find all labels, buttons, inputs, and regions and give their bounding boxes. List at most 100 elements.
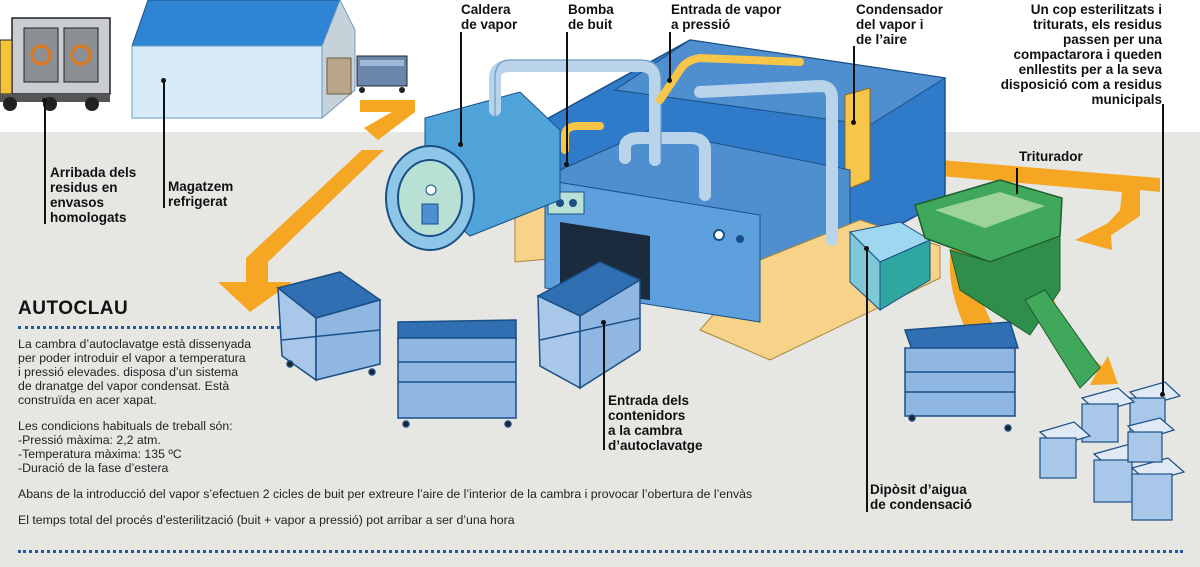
label-line: del vapor i [856, 17, 924, 32]
label-line: Magatzem [168, 179, 234, 194]
leader-triturador [1016, 168, 1018, 194]
label-line: enllestits per a la seva [1018, 62, 1162, 77]
label-arribada: Arribada dels residus en envasos homolog… [50, 165, 136, 225]
label-line: Dipòsit d’aigua [870, 482, 967, 497]
text-line: per poder introduir el vapor a temperatu… [18, 351, 246, 365]
pressure-gauge-icon [713, 229, 725, 241]
label-line: disposició com a residus [1000, 77, 1162, 92]
leader-dot [1160, 392, 1165, 397]
label-triturador: Triturador [1019, 149, 1083, 164]
label-line: de buit [568, 17, 613, 32]
container-2 [397, 319, 517, 428]
text-line: El temps total del procés d’esterilitzac… [18, 513, 515, 527]
label-line: envasos [50, 195, 105, 210]
leader-dot [667, 78, 672, 83]
biohazard-icon [30, 44, 52, 66]
autoclau-title: AUTOCLAU [18, 298, 129, 319]
label-caldera: Caldera de vapor [461, 2, 517, 32]
leader-compactadora [1162, 104, 1164, 394]
label-line: contenidors [608, 408, 686, 423]
label-line: Condensador [856, 2, 944, 17]
label-line: triturats, els residus [1032, 17, 1162, 32]
container-4 [903, 321, 1020, 432]
leader-dot [864, 246, 869, 251]
leader-magatzem [163, 80, 165, 208]
text-line: de dranatge del vapor condensat. Està [18, 379, 230, 393]
leader-dot [42, 98, 47, 103]
text-line: La cambra d’autoclavatge està dissenyada [18, 337, 252, 351]
label-line: Bomba [568, 2, 614, 17]
label-entrada-vapor: Entrada de vapor a pressió [671, 2, 781, 32]
autoclau-total-time: El temps total del procés d’esterilitzac… [18, 513, 848, 527]
waste-containers [276, 261, 1020, 432]
leader-condensador [853, 46, 855, 122]
leader-dot [851, 120, 856, 125]
truck-illustration [0, 17, 111, 111]
leader-caldera [460, 32, 462, 144]
label-entrada-contenidors: Entrada dels contenidors a la cambra d’a… [608, 393, 703, 453]
cube [1130, 457, 1186, 521]
text-line: -Duració de la fase d’estera [18, 461, 169, 475]
cold-store-building [131, 0, 408, 120]
bottom-divider [18, 550, 1183, 553]
leader-bomba [566, 32, 568, 164]
text-line: Les condicions habituals de treball són: [18, 419, 233, 433]
leader-diposit [866, 248, 868, 512]
leader-arribada [44, 100, 46, 224]
label-line: Caldera [461, 2, 511, 17]
label-line: municipals [1091, 92, 1162, 107]
label-compactadora: Un cop esterilitzats i triturats, els re… [1001, 2, 1162, 107]
arrow-return-loop [1075, 222, 1112, 250]
label-line: compactarora i queden [1013, 47, 1162, 62]
leader-dot [161, 78, 166, 83]
text-line: -Pressió màxima: 2,2 atm. [18, 433, 161, 447]
arrow-conveyor-to-triturador [940, 160, 1160, 236]
label-line: Triturador [1019, 149, 1083, 164]
container-3 [536, 261, 642, 390]
yellow-pipe [561, 53, 804, 154]
title-divider [18, 326, 280, 329]
label-line: a pressió [671, 17, 731, 32]
label-magatzem: Magatzem refrigerat [168, 179, 233, 209]
leader-dot [601, 320, 606, 325]
autoclau-cycles: Abans de la introducció del vapor s’efec… [18, 487, 848, 501]
label-line: de condensació [870, 497, 973, 512]
leader-dot [458, 142, 463, 147]
cube [1126, 417, 1176, 463]
autoclau-section: AUTOCLAU La cambra d’autoclavatge està d… [18, 298, 848, 527]
leader-entrada-vapor [669, 32, 671, 80]
label-diposit: Dipòsit d’aigua de condensació [870, 482, 972, 512]
autoclau-conditions: Les condicions habituals de treball són:… [18, 419, 848, 475]
label-condensador: Condensador del vapor i de l’aire [856, 2, 943, 47]
cube [1038, 421, 1092, 479]
condenser-unit [844, 87, 871, 191]
autoclau-intro: La cambra d’autoclavatge està dissenyada… [18, 337, 848, 407]
label-line: homologats [50, 210, 127, 225]
steam-boiler [385, 91, 561, 251]
arrow-truck-to-store [360, 100, 415, 140]
container-1 [276, 271, 382, 382]
arrow-store-to-autoclave [218, 150, 384, 312]
text-line: construïda en acer xapat. [18, 393, 157, 407]
label-line: passen per una [1062, 32, 1162, 47]
label-line: a la cambra [608, 423, 683, 438]
leader-dot [564, 162, 569, 167]
label-line: residus en [50, 180, 118, 195]
label-line: refrigerat [168, 194, 228, 209]
label-line: de l’aire [856, 32, 908, 47]
label-line: Entrada de vapor [671, 2, 782, 17]
triturador-machine [914, 179, 1101, 389]
condensate-tank [848, 221, 932, 312]
label-line: Un cop esterilitzats i [1030, 2, 1162, 17]
text-line: Abans de la introducció del vapor s’efec… [18, 487, 753, 501]
label-line: Arribada dels [50, 165, 137, 180]
compacted-waste-cubes [1038, 381, 1186, 521]
text-line: -Temperatura màxima: 135 ºC [18, 447, 182, 461]
leader-entrada-contenidors [603, 322, 605, 450]
label-line: Entrada dels [608, 393, 690, 408]
text-line: i pressió elevades. disposa d’un sistema [18, 365, 239, 379]
label-bomba: Bomba de buit [568, 2, 614, 32]
label-line: de vapor [461, 17, 518, 32]
